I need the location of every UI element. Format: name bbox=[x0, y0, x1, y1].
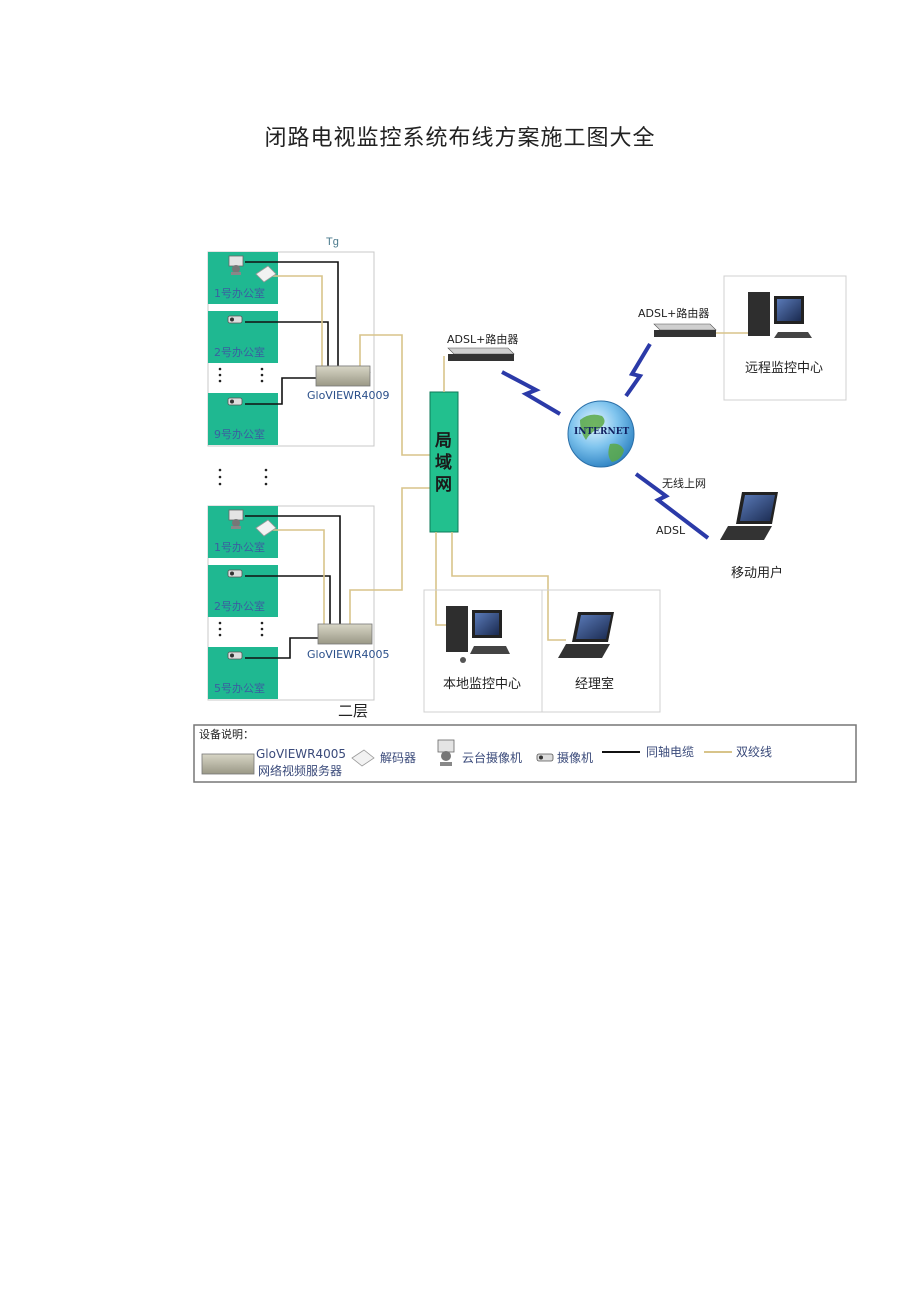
camera-icon bbox=[227, 569, 243, 578]
legend-server-model: GloVIEWR4005 bbox=[256, 747, 346, 761]
decoder-icon bbox=[255, 265, 277, 283]
local-center-label: 本地监控中心 bbox=[443, 677, 521, 692]
server-label: GloVIEWR4009 bbox=[307, 389, 390, 402]
camera-icon bbox=[227, 651, 243, 660]
room-label: 5号办公室 bbox=[214, 681, 265, 695]
page-title: 闭路电视监控系统布线方案施工图大全 bbox=[264, 126, 656, 151]
lan-char: 网 bbox=[435, 475, 452, 495]
video-server-icon bbox=[314, 365, 372, 387]
wireless-link bbox=[501, 370, 562, 416]
lan-char: 局 bbox=[435, 431, 452, 451]
manager-room-frame bbox=[541, 589, 661, 713]
video-server-icon bbox=[201, 753, 255, 775]
coax-lines bbox=[245, 515, 341, 659]
ptz-camera-icon bbox=[437, 739, 455, 766]
wireless-label: 无线上网 bbox=[662, 476, 706, 490]
remote-center-frame bbox=[723, 275, 847, 401]
camera-icon bbox=[227, 397, 243, 406]
manager-room-label: 经理室 bbox=[575, 676, 614, 692]
laptop-icon bbox=[720, 492, 778, 540]
internet-globe-icon bbox=[567, 400, 635, 468]
room-panel bbox=[208, 311, 278, 363]
legend-twisted: 双绞线 bbox=[736, 744, 772, 759]
room-label: 1号办公室 bbox=[214, 286, 265, 300]
lan-char: 域 bbox=[435, 452, 452, 473]
room-panel bbox=[208, 565, 278, 617]
mobile-user-label: 移动用户 bbox=[731, 565, 783, 581]
desktop-computer-icon bbox=[748, 292, 812, 338]
remote-center-label: 远程监控中心 bbox=[745, 361, 823, 376]
adsl-label: ADSL bbox=[656, 524, 686, 537]
camera-icon bbox=[536, 753, 554, 762]
legend-server-desc: 网络视频服务器 bbox=[258, 763, 342, 778]
legend-coax: 同轴电缆 bbox=[646, 744, 694, 759]
legend-ptz-camera: 云台摄像机 bbox=[462, 750, 522, 765]
room-label: 2号办公室 bbox=[214, 345, 265, 359]
coax-lines bbox=[245, 261, 339, 405]
room-panel bbox=[208, 393, 278, 445]
legend-box bbox=[193, 724, 857, 783]
wireless-link bbox=[624, 342, 652, 398]
internet-label: INTERNET bbox=[574, 427, 630, 437]
camera-icon bbox=[227, 315, 243, 324]
wireless-link bbox=[634, 472, 710, 540]
decoder-icon bbox=[255, 519, 277, 537]
twisted-lines bbox=[268, 275, 430, 456]
decoder-icon bbox=[351, 749, 375, 767]
router-label: ADSL+路由器 bbox=[638, 306, 709, 320]
floor-label: 二层 bbox=[338, 702, 368, 720]
figure-tag: Tg bbox=[326, 236, 339, 248]
legend-heading: 设备说明： bbox=[199, 727, 254, 741]
room-panel bbox=[208, 647, 278, 699]
router-icon bbox=[447, 347, 515, 361]
lan-switch bbox=[429, 391, 459, 533]
twisted-lines bbox=[435, 532, 566, 641]
desktop-computer-icon bbox=[446, 606, 510, 663]
ptz-camera-icon bbox=[228, 255, 244, 275]
ellipsis-dots bbox=[218, 367, 268, 637]
video-server-icon bbox=[317, 623, 373, 645]
ptz-camera-icon bbox=[228, 509, 244, 529]
legend-camera: 摄像机 bbox=[557, 750, 593, 765]
laptop-icon bbox=[558, 612, 614, 658]
server-label: GloVIEWR4005 bbox=[307, 648, 390, 661]
room-label: 2号办公室 bbox=[214, 599, 265, 613]
router-label: ADSL+路由器 bbox=[447, 332, 518, 346]
twisted-lines bbox=[268, 487, 430, 625]
room-label: 1号办公室 bbox=[214, 540, 265, 554]
legend-decoder: 解码器 bbox=[380, 751, 416, 765]
router-icon bbox=[653, 323, 717, 337]
room-label: 9号办公室 bbox=[214, 427, 265, 441]
